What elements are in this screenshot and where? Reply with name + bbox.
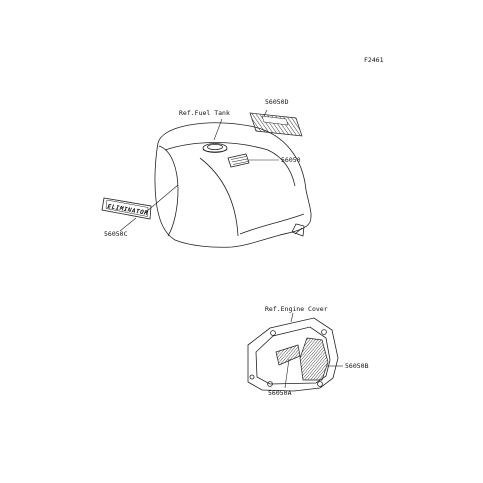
ref-engine-cover-label: Ref.Engine Cover [265,305,328,313]
part-number-56050A: 56050A [268,389,292,397]
part-number-56050B: 56050B [345,362,369,370]
engine-cover-decal-56050A [275,344,301,366]
ref-fuel-tank-label: Ref.Fuel Tank [179,109,230,117]
fuel-tank [154,122,312,248]
filler-cap-icon [202,143,228,153]
part-number-56050C: 56050C [104,230,128,238]
engine-cover-decal-56050B [299,337,329,381]
tank-emblem-56050 [227,153,250,168]
figure-code: F2461 [364,56,384,64]
leader-lines-tank [119,109,279,232]
part-number-56050D: 56050D [265,98,289,106]
leader-lines-engine-cover [284,312,343,389]
stripe-decal-56050D [249,112,303,137]
side-emblem-56050C [101,197,152,220]
part-number-56050: 56050 [281,156,301,164]
engine-cover [247,317,339,392]
